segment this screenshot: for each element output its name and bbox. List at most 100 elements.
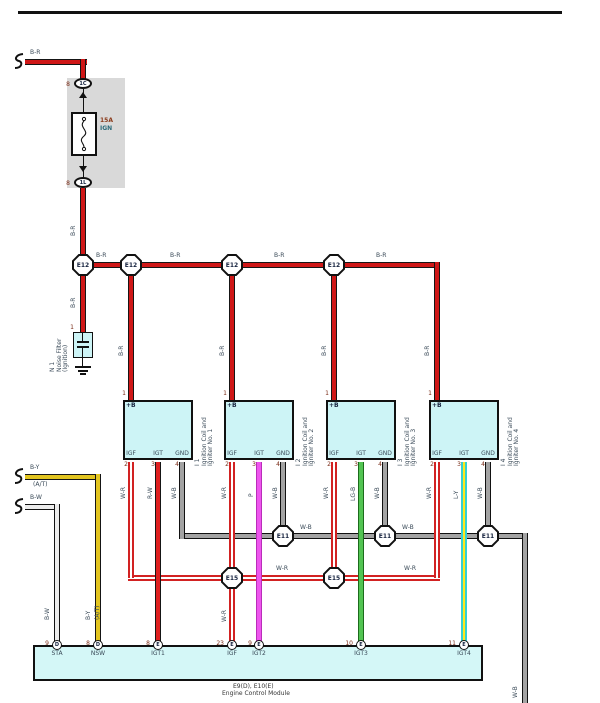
- wire-br-drop-coil2: [229, 262, 235, 402]
- wire-label: W-B: [272, 487, 279, 499]
- junction-e11: E11: [272, 525, 294, 547]
- wire-wr-igf-coil4: [434, 462, 440, 578]
- wire-label: W-R: [323, 486, 330, 499]
- noise-filter-box: [73, 332, 93, 358]
- capacitor-plate-bottom: [77, 346, 89, 348]
- pin-number: 9: [45, 640, 49, 647]
- noise-filter-name: N 1 Noise Filter (Ignition): [49, 338, 69, 372]
- pin-number: 1: [428, 390, 432, 397]
- junction-e15: E15: [323, 567, 345, 589]
- ecm-pin-sta: D: [52, 640, 62, 650]
- pin-number: 3: [354, 461, 358, 468]
- ecm-caption-code: E9(D), E10(E): [233, 683, 274, 690]
- pin-number: 4: [175, 461, 179, 468]
- ground-icon: [75, 366, 91, 368]
- wire-wb-gnd-coil3: [382, 462, 388, 539]
- ignition-coil-4-box: [429, 400, 499, 460]
- coil-terminal: IGT: [459, 450, 469, 457]
- wire-br-drop-coil3: [331, 262, 337, 402]
- pin-number: 8: [86, 640, 90, 647]
- ground-icon: [80, 373, 86, 375]
- wire-label: B-R: [424, 345, 431, 356]
- junction-e11: E11: [477, 525, 499, 547]
- wire-ly-igt4: [461, 462, 467, 646]
- junction-e12: E12: [120, 254, 142, 276]
- wire-label: W-B: [402, 524, 414, 531]
- wire-label: R-W: [147, 487, 154, 499]
- junction-e12: E12: [323, 254, 345, 276]
- wire-wr-igf-coil3: [331, 462, 337, 578]
- coil-terminal: IGT: [153, 450, 163, 457]
- wire-br-feed-v: [80, 59, 86, 80]
- wire-label: B-Y: [85, 610, 92, 620]
- offpage-connector-icon: [14, 53, 24, 69]
- wire-label: W-R: [221, 609, 228, 622]
- wire-wb-ground-bus: [179, 533, 528, 539]
- fuse-element-icon: [80, 116, 87, 152]
- wire-wr-igf-coil2-to-ecm: [229, 462, 235, 646]
- terminal-arrow-icon: [79, 166, 87, 172]
- wire-wr-igf-bus: [128, 575, 440, 581]
- wire-bw-sta-h: [25, 504, 60, 510]
- wire-rw-igt1: [155, 462, 161, 646]
- connector-1c: 1C: [74, 78, 92, 89]
- wire-p-igt2: [256, 462, 262, 646]
- ground-icon: [78, 370, 88, 372]
- wire-label: W-R: [221, 486, 228, 499]
- ecm-caption-name: Engine Control Module: [222, 690, 290, 697]
- pin-number: 8: [66, 81, 70, 88]
- junction-e11: E11: [374, 525, 396, 547]
- wire-label: B-R: [70, 225, 77, 236]
- capacitor-lead-bottom: [82, 348, 83, 358]
- wire-label: B-R: [219, 345, 226, 356]
- ecm-pin-nsw: D: [93, 640, 103, 650]
- coil-name: I 2 Ignition Coil and Igniter No. 2: [295, 417, 315, 466]
- pin-number: 1: [70, 324, 74, 331]
- coil-name: I 1 Ignition Coil and Igniter No. 1: [194, 417, 214, 466]
- fuse-rating: 15A: [100, 117, 113, 124]
- pin-number: 3: [252, 461, 256, 468]
- coil-terminal: GND: [378, 450, 392, 457]
- coil-name: I 4 Ignition Coil and Igniter No. 4: [500, 417, 520, 466]
- ecm-pin-igt4: E: [459, 640, 469, 650]
- wire-wb-gnd-coil4: [485, 462, 491, 539]
- wire-label: B-R: [70, 297, 77, 308]
- wire-label: B-R: [118, 345, 125, 356]
- junction-e12: E12: [72, 254, 94, 276]
- connector-1l: 1L: [74, 177, 92, 188]
- wire-label: W-R: [426, 486, 433, 499]
- pin-number: 8: [66, 180, 70, 187]
- ecm-pin-igf: E: [227, 640, 237, 650]
- wire-br-drop-coil1: [128, 262, 134, 402]
- wire-label: B-R: [30, 49, 41, 56]
- wire-label: B-R: [170, 252, 181, 259]
- coil-terminal: IGT: [254, 450, 264, 457]
- ignition-coil-1-box: [123, 400, 193, 460]
- wire-wb-gnd-coil2: [280, 462, 286, 539]
- coil-plus-b: +B: [227, 402, 237, 409]
- wire-label: B-W: [30, 494, 42, 501]
- wire-label: B-R: [274, 252, 285, 259]
- offpage-connector-icon: [14, 468, 24, 484]
- coil-terminal: GND: [276, 450, 290, 457]
- pin-number: 1: [223, 390, 227, 397]
- ecm-terminal-name: NSW: [90, 650, 106, 657]
- ignition-coil-3-box: [326, 400, 396, 460]
- fuse-15a-ign-box: [71, 112, 97, 156]
- ecm-terminal-name: IGF: [227, 650, 237, 657]
- ecm-terminal-name: IGT2: [252, 650, 266, 657]
- coil-plus-b: +B: [126, 402, 136, 409]
- pin-number: 9: [248, 640, 252, 647]
- wire-label: L-Y: [453, 490, 460, 499]
- coil-terminal: IGF: [227, 450, 237, 457]
- pin-number: 2: [430, 461, 434, 468]
- ignition-coil-2-box: [224, 400, 294, 460]
- pin-number: 1: [122, 390, 126, 397]
- ground-lead: [82, 358, 83, 366]
- coil-plus-b: +B: [432, 402, 442, 409]
- wire-by-nsw-h: [25, 474, 101, 480]
- wire-br-feed-h: [25, 59, 87, 65]
- pin-number: 11: [448, 640, 456, 647]
- wire-note: (A/T): [33, 481, 48, 488]
- coil-terminal: IGT: [356, 450, 366, 457]
